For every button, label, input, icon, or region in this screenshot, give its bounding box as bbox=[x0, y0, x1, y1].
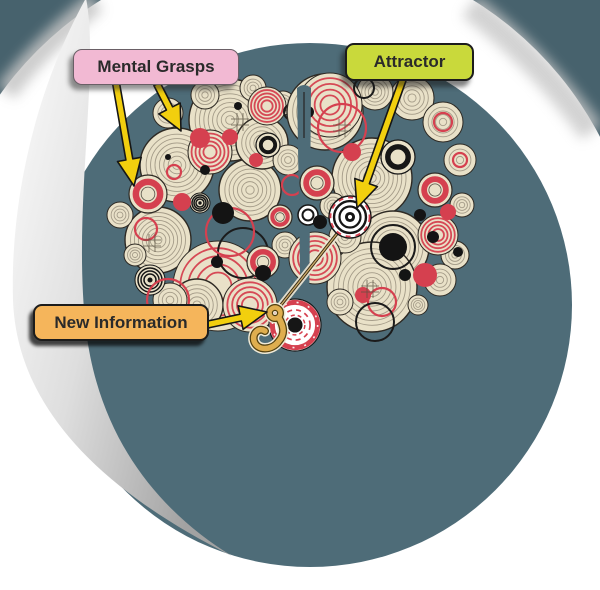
attractor-arrow bbox=[354, 74, 409, 209]
attractor-label-text: Attractor bbox=[373, 52, 446, 71]
callout-arrows bbox=[111, 74, 409, 332]
hook-icon bbox=[248, 302, 289, 354]
brain-overlay-circles bbox=[297, 165, 335, 229]
top-right-shade bbox=[462, 0, 600, 140]
attractor-label: Attractor bbox=[345, 43, 474, 81]
mental-grasps-arrow-left bbox=[111, 81, 142, 187]
new-information-label-text: New Information bbox=[54, 312, 188, 332]
mental-grasps-arrow-right bbox=[153, 81, 182, 132]
crescent-swoosh bbox=[12, 0, 232, 556]
mental-grasps-label: Mental Grasps bbox=[73, 49, 239, 85]
attractor-target bbox=[328, 195, 372, 239]
mental-grasps-label-text: Mental Grasps bbox=[97, 57, 215, 76]
new-information-label: New Information bbox=[33, 304, 209, 341]
